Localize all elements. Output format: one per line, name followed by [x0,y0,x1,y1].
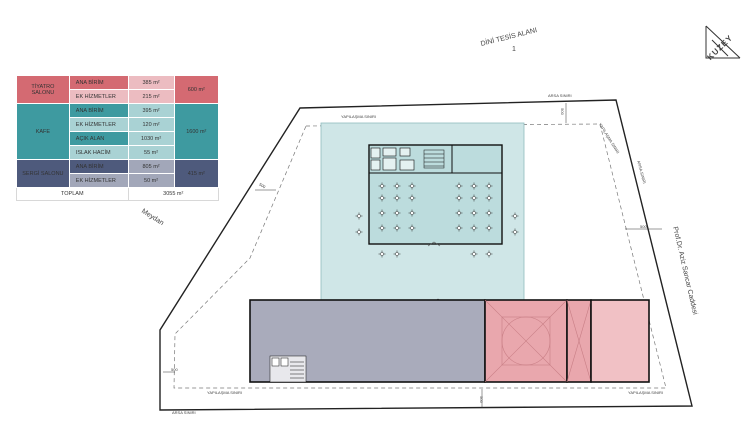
table-mark [395,252,399,256]
row-label: EK HİZMETLER [68,117,129,132]
table-mark [380,184,384,188]
row-label: ISLAK HACİM [68,145,129,160]
row-label: ANA BİRİM [68,75,129,90]
table-mark [457,184,461,188]
table-mark [380,252,384,256]
total-value: 3055 m² [127,187,220,201]
row-area: 805 m² [127,159,175,174]
table-mark [513,214,517,218]
cafe-stairs [423,149,445,169]
group-total: 600 m² [173,75,220,104]
row-area: 395 m² [127,103,175,118]
row-area: 1030 m² [127,131,175,146]
row-label: EK HİZMETLER [68,173,129,188]
group-name: TİYATRO SALONU [16,75,70,104]
row-area: 215 m² [127,89,175,104]
table-mark [395,184,399,188]
site-limit-label-bottom: ARSA SINIRI [172,410,196,415]
table-mark [357,214,361,218]
table-mark [395,196,399,200]
religious-facility-number: 1 [512,46,516,53]
table-mark [487,211,491,215]
table-mark [457,196,461,200]
table-mark [457,211,461,215]
table-mark [487,196,491,200]
group-total: 415 m² [173,159,220,188]
table-mark [472,184,476,188]
table-mark [487,226,491,230]
building-limit-label-bottom-left: YAPILAŞMA SINIRI [207,390,243,395]
table-mark [410,226,414,230]
building-limit [173,123,667,389]
table-mark [472,196,476,200]
theatre-stage-pattern [484,299,568,383]
total-label: TOPLAM [16,187,129,201]
table-mark [472,252,476,256]
row-label: EK HİZMETLER [68,89,129,104]
cafe-service-rooms [370,147,415,171]
group-name: SERGİ SALONU [16,159,70,188]
table-mark [513,230,517,234]
table-mark [457,226,461,230]
table-mark [487,252,491,256]
north-logo-icon [705,25,741,59]
dimension-top: 500 [559,108,565,115]
table-mark [410,184,414,188]
group-name: KAFE [16,103,70,160]
table-mark [410,211,414,215]
building-limit-label-top: YAPILAŞMA SINIRI [341,114,377,119]
table-mark [357,230,361,234]
theatre-foyer [590,299,650,383]
row-area: 120 m² [127,117,175,132]
dimension-left-bottom: 500 [171,367,178,372]
table-mark [380,196,384,200]
site-boundary [159,99,693,411]
row-label: ANA BİRİM [68,103,129,118]
table-mark [472,211,476,215]
row-label: AÇIK ALAN [68,131,129,146]
row-area: 50 m² [127,173,175,188]
building-limit-label-bottom-right: YAPILAŞMA SINIRI [628,390,664,395]
row-area: 55 m² [127,145,175,160]
dimension-right: 500 [640,224,647,229]
exhibition-stairs [269,355,307,383]
group-total: 1600 m² [173,103,220,160]
table-mark [410,196,414,200]
table-mark [487,184,491,188]
table-mark [395,226,399,230]
table-mark [380,226,384,230]
cafe-tables [355,182,519,258]
row-area: 385 m² [127,75,175,90]
table-mark [380,211,384,215]
table-mark [472,226,476,230]
row-label: ANA BİRİM [68,159,129,174]
site-limit-label-top: ARSA SINIRI [548,93,572,98]
dimension-bottom: 500 [478,396,484,403]
table-mark [395,211,399,215]
